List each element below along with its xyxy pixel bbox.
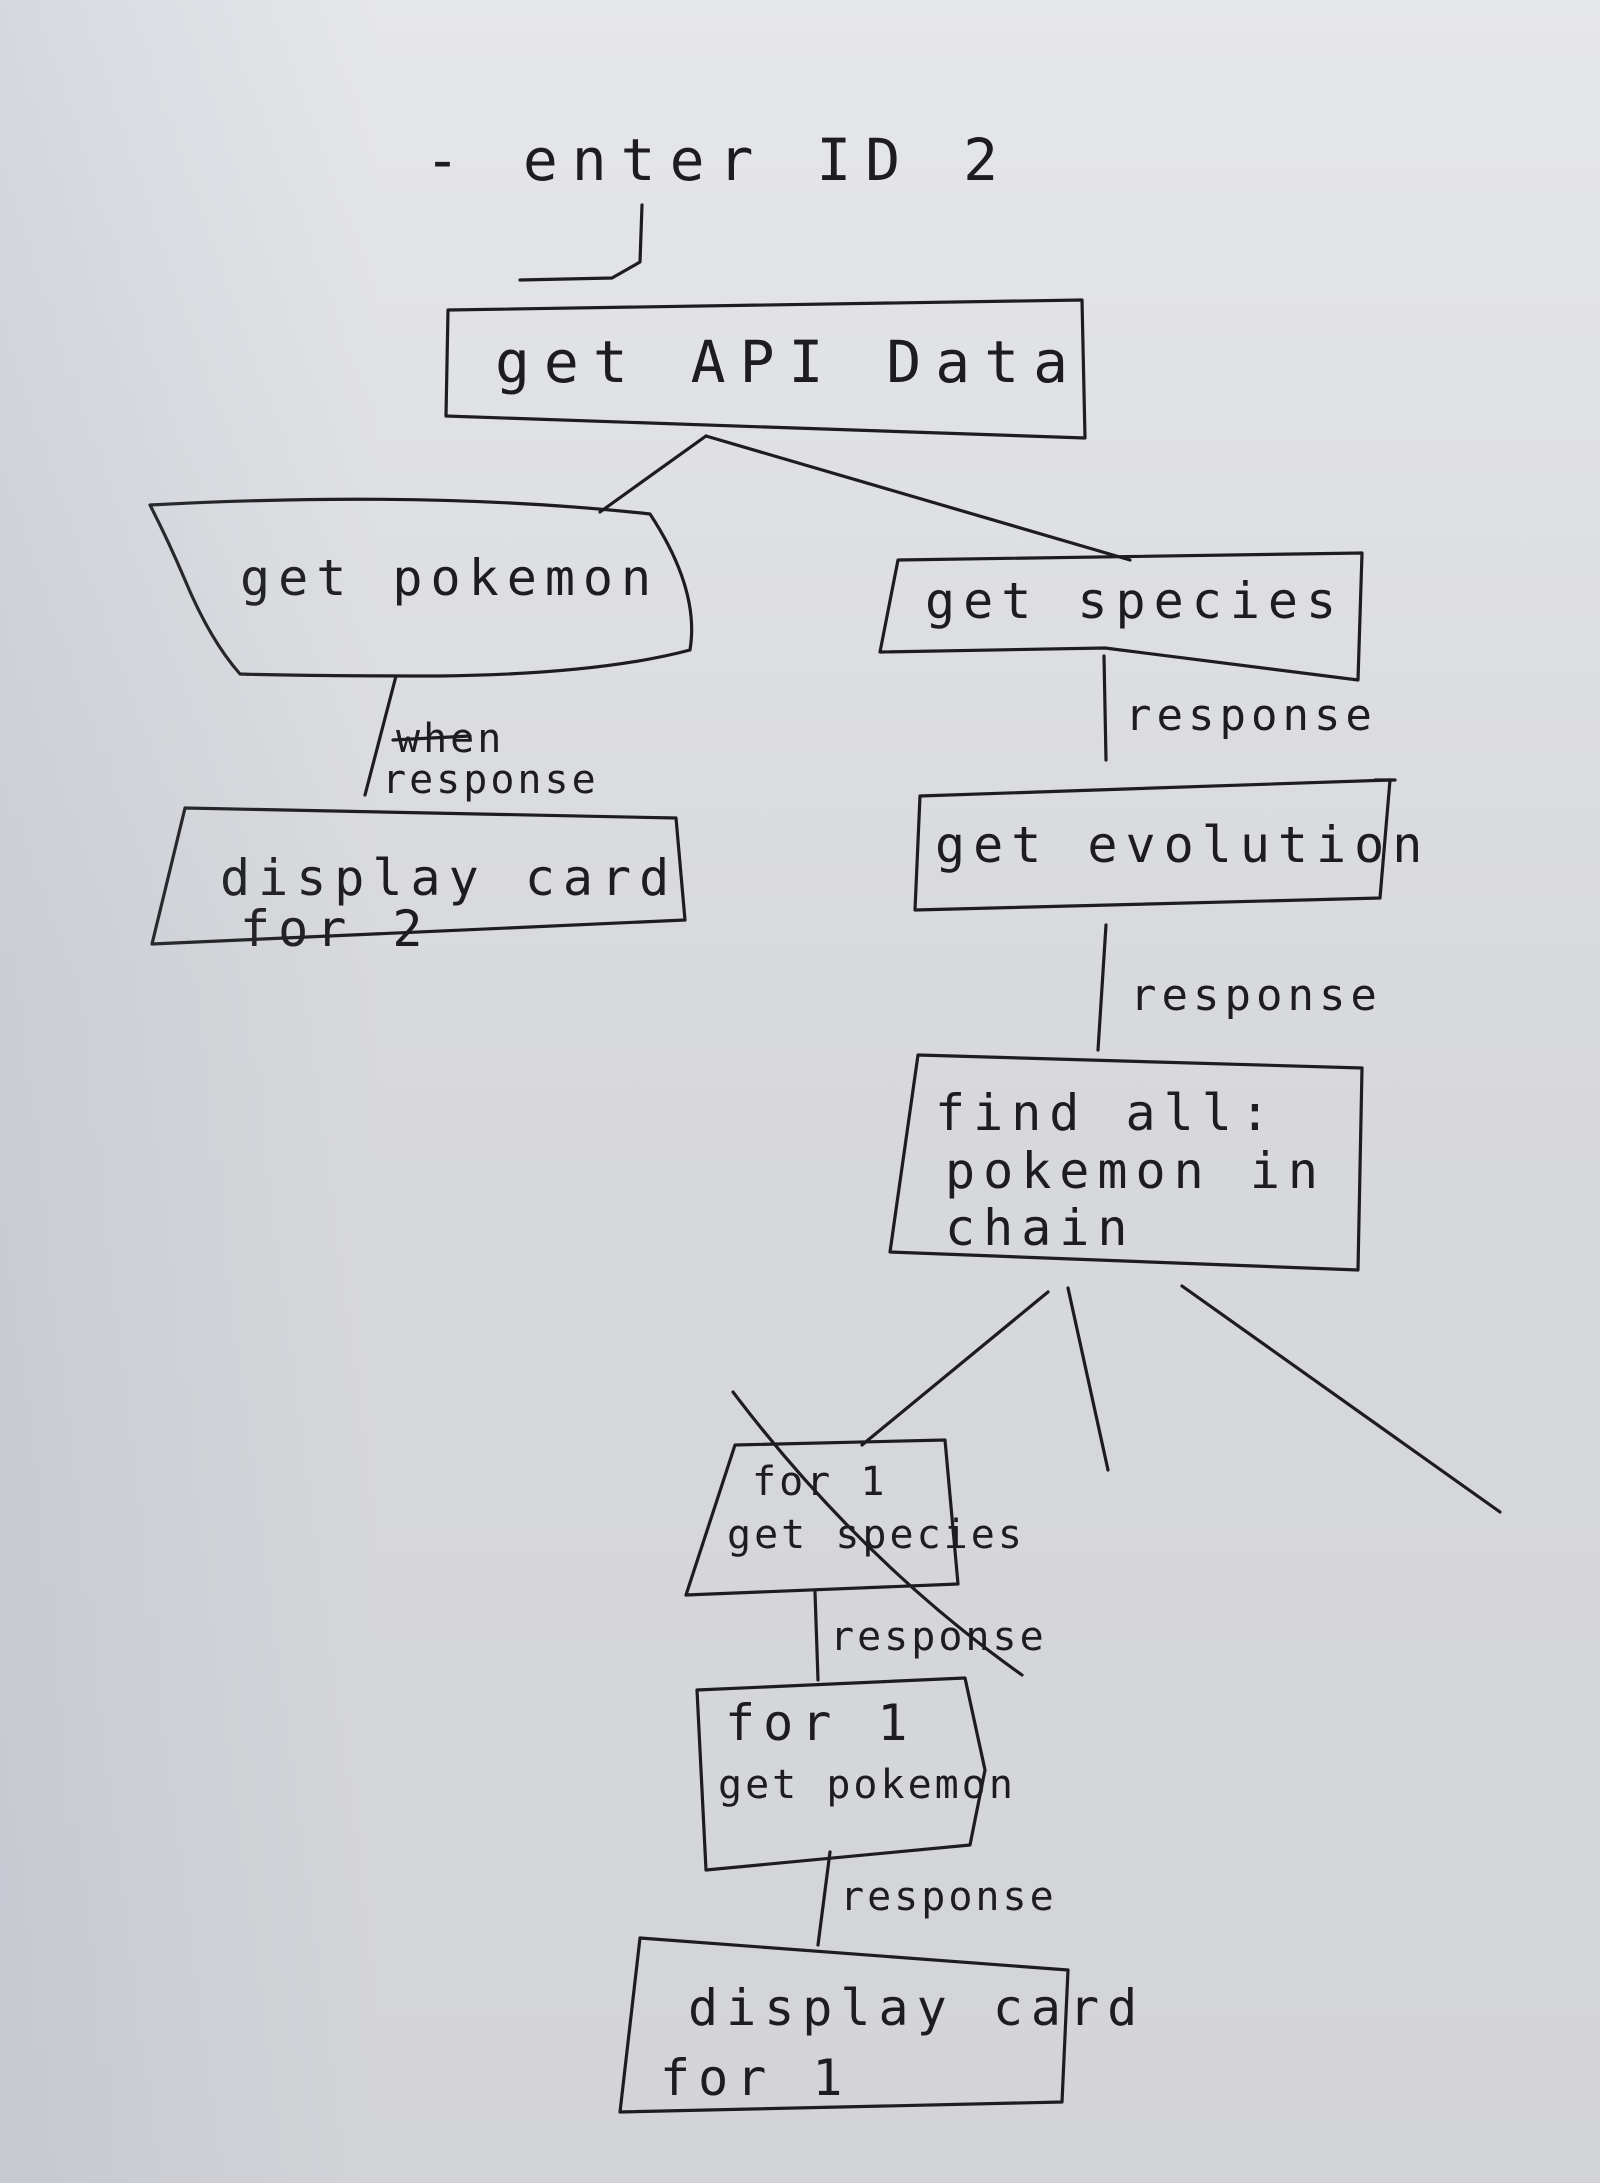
node-for1-get-species-line2: get species — [727, 1512, 1025, 1558]
node-find-all-line1: find all: — [935, 1084, 1278, 1142]
node-display-card-2 — [150, 806, 687, 946]
start-label: - enter ID 2 — [425, 126, 1012, 194]
node-find-all — [888, 1053, 1364, 1272]
edge-api-to-pokemon — [598, 434, 708, 514]
node-get-evolution-label: get evolution — [935, 816, 1430, 874]
node-find-all-line3: chain — [945, 1199, 1136, 1257]
node-for1-get-species-line1: for 1 — [752, 1459, 887, 1505]
edge-for1-species-to-for1-pokemon — [813, 1590, 820, 1682]
node-get-pokemon-label: get pokemon — [240, 549, 659, 607]
node-display-card-1-line2: for 1 — [660, 2049, 851, 2107]
edge-species-to-evolution — [1102, 654, 1108, 762]
node-for1-get-species — [684, 1438, 960, 1597]
edge-for1-species-response-label: response — [830, 1614, 1047, 1660]
node-get-species-label: get species — [925, 572, 1344, 630]
edge-pokemon-response-label: response — [382, 757, 599, 803]
node-get-evolution — [913, 778, 1392, 912]
edge-evolution-to-find — [1096, 923, 1108, 1052]
node-find-all-line2: pokemon in — [945, 1142, 1326, 1200]
node-get-pokemon — [148, 497, 694, 678]
edge-evolution-response-label: response — [1130, 970, 1382, 1021]
edge-for1-pokemon-to-display — [816, 1850, 832, 1947]
node-get-api-data — [444, 298, 1087, 440]
node-for1-get-pokemon-line2: get pokemon — [718, 1762, 1016, 1808]
node-for1-get-pokemon-line1: for 1 — [725, 1694, 916, 1752]
node-get-api-data-label: get API Data — [495, 328, 1082, 396]
edge-species-response-label: response — [1125, 690, 1377, 741]
node-get-species — [878, 551, 1364, 682]
node-display-card-2-line2: for 2 — [240, 900, 431, 958]
strike-for1-species — [731, 1390, 1024, 1677]
node-for1-get-pokemon — [695, 1676, 987, 1872]
node-display-card-1-line1: display card — [688, 1979, 1145, 2037]
edge-find-right — [1180, 1284, 1502, 1514]
node-display-card-2-line1: display card — [220, 849, 677, 907]
edge-pokemon-to-display — [363, 674, 398, 797]
edge-find-middle — [1066, 1286, 1110, 1472]
strike-when — [391, 734, 472, 742]
edge-for1-pokemon-response-label: response — [840, 1874, 1057, 1920]
edge-api-to-species — [704, 434, 1132, 562]
node-display-card-1 — [618, 1936, 1070, 2114]
start-connector — [518, 203, 644, 282]
edge-find-to-for1-species — [860, 1290, 1050, 1447]
